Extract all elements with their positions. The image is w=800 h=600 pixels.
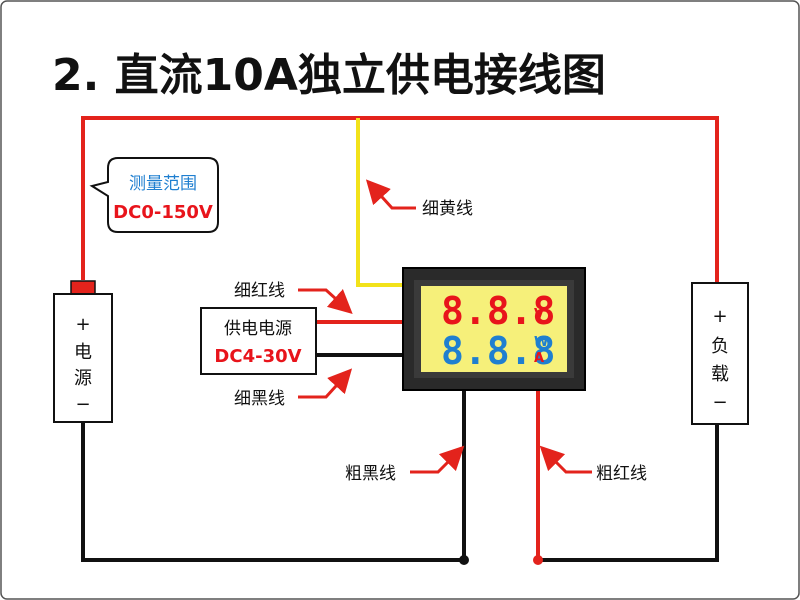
meter-top-unit: V: [534, 307, 544, 322]
black-junction-dot: [459, 555, 469, 565]
thin-yellow-wire: [356, 118, 403, 287]
callout-bubble: [89, 157, 219, 233]
meter-bottom-unit-2: A: [534, 351, 544, 366]
red-junction-dot: [533, 555, 543, 565]
thick-black-wire: [81, 390, 466, 562]
load-label-2: 载: [711, 364, 729, 385]
supply-line1: 供电电源: [224, 319, 292, 339]
meter-top-digits: 8.8.8: [441, 289, 555, 333]
red-top-wire: [81, 116, 719, 282]
meter-display: [421, 286, 567, 372]
arrow-thick-red: [539, 445, 592, 474]
page-title: 2. 直流10A独立供电接线图: [52, 50, 606, 101]
callout-line1: 测量范围: [129, 174, 197, 194]
label-thin-red: 细红线: [234, 281, 285, 301]
load-plus: +: [712, 306, 727, 327]
label-thin-yellow: 细黄线: [422, 199, 473, 219]
callout-line2: DC0-150V: [113, 202, 213, 223]
arrow-thin-red: [298, 288, 353, 315]
supply-box: [200, 307, 317, 375]
label-thick-red: 粗红线: [596, 464, 647, 484]
power-minus: −: [75, 394, 90, 415]
load-minus: −: [712, 392, 727, 413]
arrow-thin-black: [298, 368, 353, 399]
load-box: [691, 282, 749, 425]
arrow-thick-black: [410, 445, 465, 474]
power-plus: +: [75, 314, 90, 335]
power-label-1: 电: [74, 342, 92, 363]
meter-bottom-unit-1: W: [534, 335, 548, 350]
label-thin-black: 细黑线: [234, 389, 285, 409]
power-source-box: [53, 293, 113, 423]
power-label-2: 源: [74, 368, 92, 389]
arrow-thin-yellow: [365, 179, 416, 210]
load-label-1: 负: [711, 336, 729, 357]
meter-bottom-digits: 8.8.8: [441, 329, 555, 373]
label-thick-black: 粗黑线: [345, 464, 396, 484]
supply-line2: DC4-30V: [214, 346, 301, 367]
power-source-terminal: [70, 280, 96, 296]
